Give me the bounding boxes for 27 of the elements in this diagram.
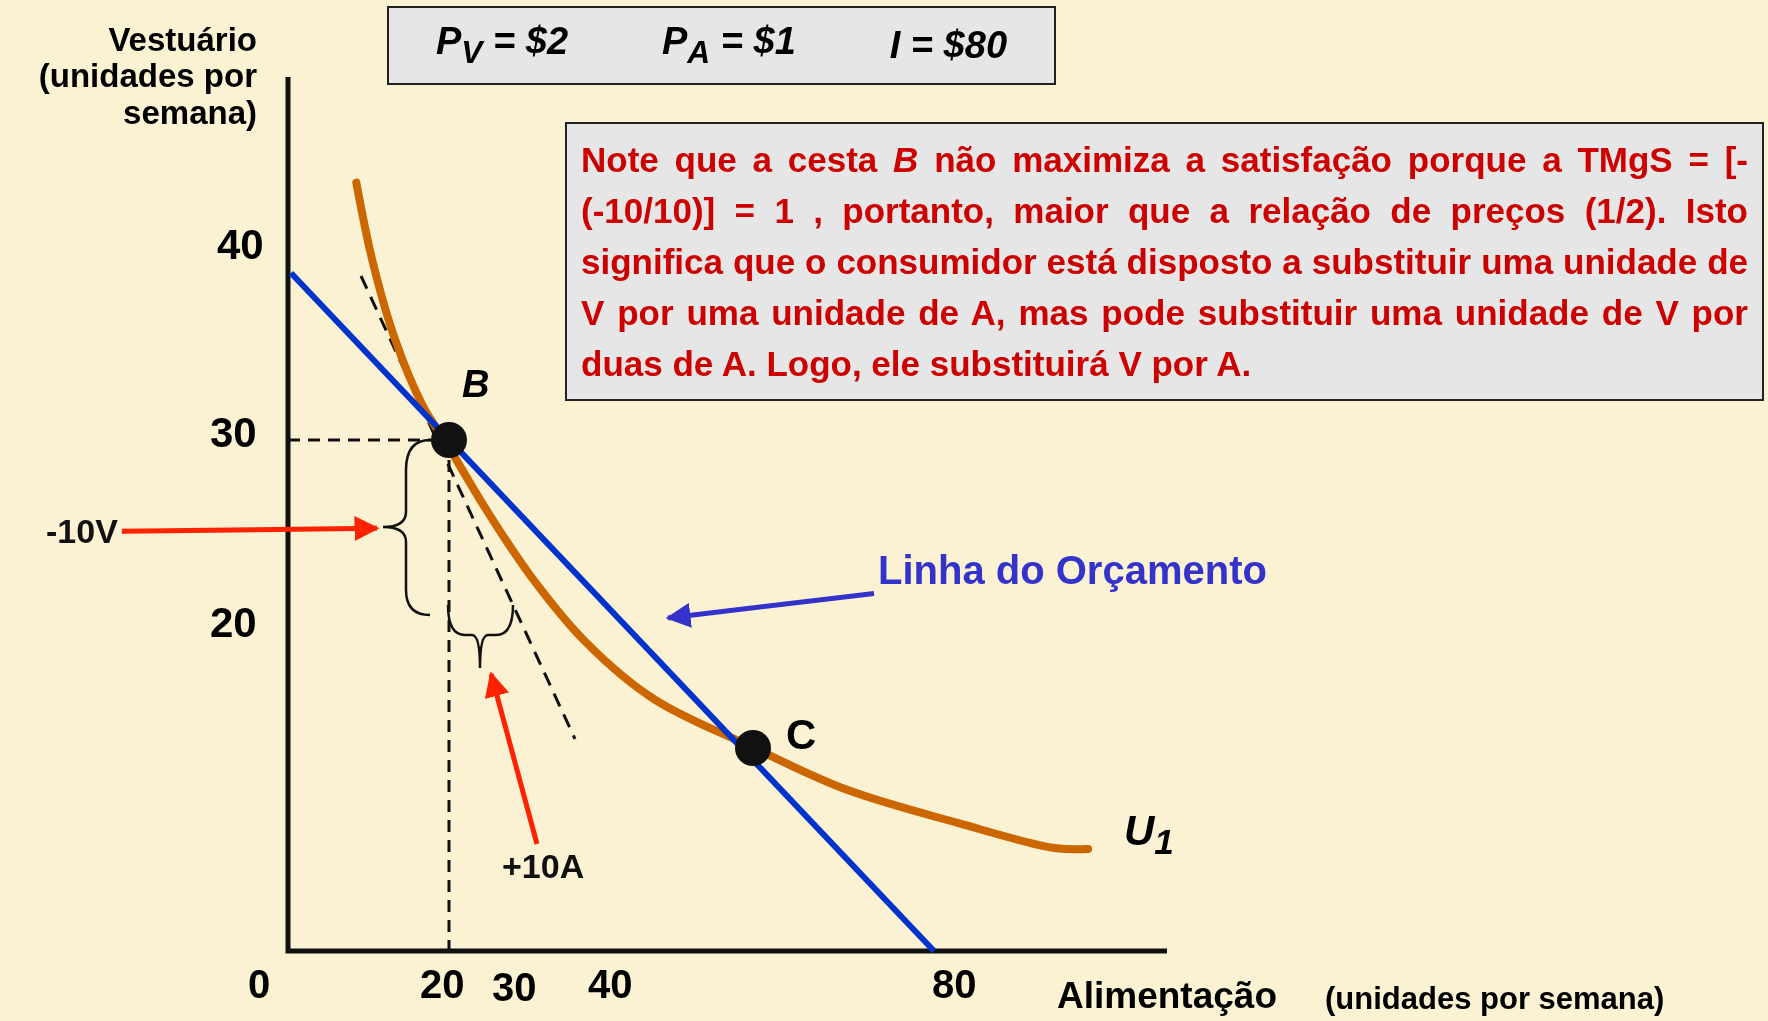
axis-title: Vestuário (unidades por semana) [37, 22, 257, 131]
arrow [484, 671, 540, 845]
callout-label: -10V [46, 513, 118, 551]
note-text: Note que a cesta B não maximiza a satisfação porque a TMgS = [-(-10/10)] = 1 , portanto, maior que a relação de preços (1/2). Isto significa que o consumidor está disposto a substituir uma unidade de V por uma unidade de A, mas pode substituir uma unidade de V por duas de A. Logo, ele substituirá V por A. [581, 139, 1748, 385]
arrow [121, 516, 380, 542]
tick-label: 20 [420, 962, 465, 1006]
axis-title: Alimentação [1057, 976, 1277, 1017]
callout-label: Linha do Orçamento [878, 548, 1267, 592]
callout-label: +10A [502, 848, 585, 886]
price-label: P$_{V}$ = $2 [435, 21, 569, 70]
brace [381, 438, 433, 618]
arrow [665, 591, 875, 628]
point-label: B [462, 364, 490, 406]
point-label: C [786, 712, 817, 759]
tick-label: 30 [492, 965, 537, 1009]
tick-label: 20 [210, 600, 257, 647]
tick-label: 30 [210, 410, 257, 457]
price-label: P$_{A}$ = $1 [662, 21, 796, 70]
curve-label: U$_{1}$ [1124, 808, 1174, 862]
tick-label: 80 [932, 962, 977, 1006]
axis-title: (unidades por semana) [1325, 982, 1665, 1017]
price-box [387, 6, 1056, 85]
brace [446, 603, 516, 670]
tick-label: 40 [217, 222, 264, 269]
tick-label: 40 [588, 962, 633, 1006]
tick-label: 0 [248, 962, 271, 1006]
price-label: I = $80 [889, 24, 1007, 67]
